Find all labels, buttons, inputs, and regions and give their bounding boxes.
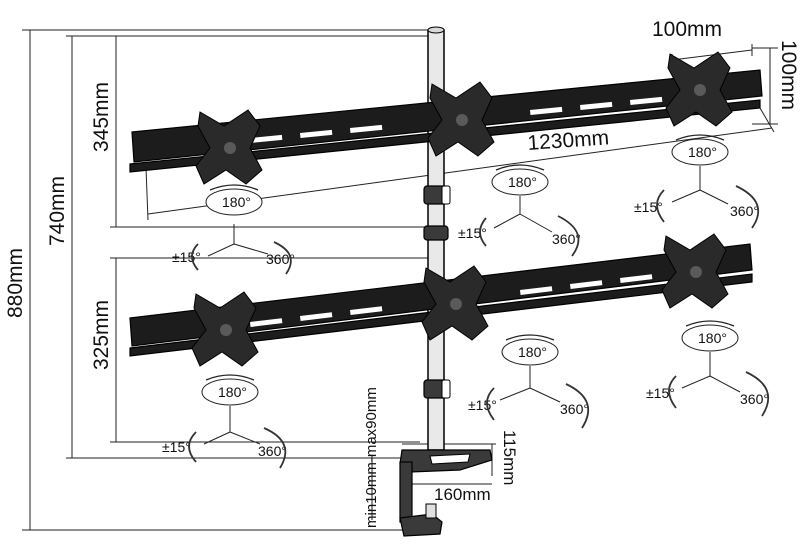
rotation-group-bottom-left: 180° ±15° 360° bbox=[162, 374, 287, 469]
bottom-height-label: 325mm bbox=[90, 300, 113, 370]
swivel-label: ±15° bbox=[634, 199, 663, 215]
rotate-label: 360° bbox=[730, 203, 759, 219]
rotation-group-top-left: 180° ±15° 360° bbox=[172, 184, 295, 275]
vesa-plate-top-left bbox=[195, 109, 263, 185]
tilt-label: 180° bbox=[698, 330, 727, 346]
vesa-width-label: 100mm bbox=[652, 18, 722, 41]
swivel-label: ±15° bbox=[646, 385, 675, 401]
vesa-height-label: 100mm bbox=[777, 40, 800, 110]
vesa-plate-top-right bbox=[665, 51, 733, 127]
vesa-plate-bottom-right bbox=[661, 233, 729, 309]
rotation-group-bottom-right: 180° ±15° 360° bbox=[646, 320, 770, 417]
vesa-plate-bottom-left bbox=[191, 291, 259, 367]
vesa-plate-top-center bbox=[427, 81, 495, 157]
clamp-range-label: min10mm-max90mm bbox=[363, 387, 380, 528]
rotation-group-bottom-center: 180° ±15° 360° bbox=[468, 334, 590, 429]
rotate-label: 360° bbox=[266, 251, 295, 267]
rotate-label: 360° bbox=[258, 443, 287, 459]
bar-length-label: 1230mm bbox=[527, 126, 610, 155]
dimension-labels: 100mm 100mm 1230mm 345mm 325mm 740mm 880… bbox=[4, 18, 800, 528]
tilt-label: 180° bbox=[688, 144, 717, 160]
tilt-label: 180° bbox=[222, 194, 251, 210]
vesa-plates bbox=[191, 51, 733, 367]
rotation-group-top-right: 180° ±15° 360° bbox=[634, 134, 760, 229]
base-height-label: 115mm bbox=[500, 430, 519, 485]
rotate-label: 360° bbox=[740, 391, 769, 407]
base-depth-label: 160mm bbox=[434, 485, 491, 504]
tilt-label: 180° bbox=[518, 344, 547, 360]
top-height-label: 345mm bbox=[90, 82, 113, 152]
total-height-label: 880mm bbox=[4, 248, 27, 318]
pole-collar-mid bbox=[423, 225, 449, 241]
rotate-label: 360° bbox=[560, 401, 589, 417]
tilt-label: 180° bbox=[508, 174, 537, 190]
vesa-plate-bottom-center bbox=[421, 265, 489, 341]
mid-height-label: 740mm bbox=[46, 176, 69, 246]
swivel-label: ±15° bbox=[172, 249, 201, 265]
desk-clamp bbox=[399, 449, 493, 537]
swivel-label: ±15° bbox=[458, 225, 487, 241]
rotation-group-top-center: 180° ±15° 360° bbox=[458, 164, 581, 257]
swivel-label: ±15° bbox=[162, 439, 191, 455]
tilt-label: 180° bbox=[218, 384, 247, 400]
rotate-label: 360° bbox=[552, 231, 581, 247]
swivel-label: ±15° bbox=[468, 397, 497, 413]
